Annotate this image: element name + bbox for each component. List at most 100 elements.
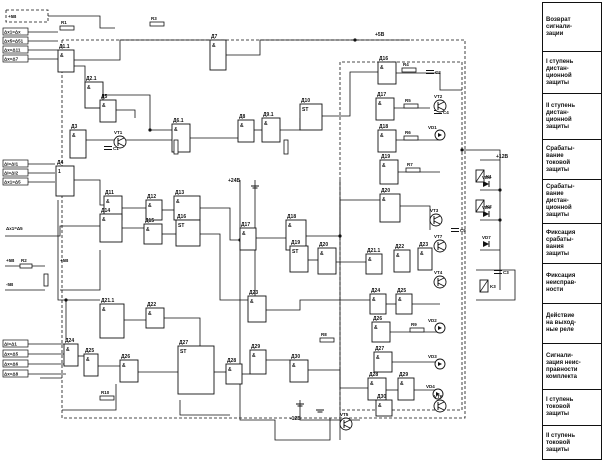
resistor-label: R5 <box>405 98 411 103</box>
input-terminal <box>2 369 29 378</box>
diode-label: VD5 <box>482 175 491 180</box>
wire-layer <box>5 15 516 441</box>
logic-symbol: & <box>292 363 296 369</box>
block-label: Д30 <box>377 394 386 400</box>
resistor-label: R7 <box>407 162 413 167</box>
logic-block <box>393 249 411 273</box>
resistor <box>405 167 421 173</box>
relay-label: K2 <box>486 204 492 209</box>
logic-symbol: & <box>288 223 292 229</box>
resistor <box>99 395 115 401</box>
wire <box>164 317 201 346</box>
transistor-label: VT5 <box>340 412 349 417</box>
dashed-boundary-layer <box>5 9 466 419</box>
block-label: Д15 <box>145 218 154 224</box>
resistor-label: R1 <box>61 20 67 25</box>
logic-symbol: ST <box>178 223 184 229</box>
logic-symbol: & <box>174 127 178 133</box>
resistor-label: R10 <box>101 390 110 395</box>
input-header-box <box>5 9 49 23</box>
supply-label: +5В <box>6 258 15 263</box>
legend-item: I ступень токовой защиты <box>543 389 601 425</box>
component-layer <box>19 21 502 431</box>
block-label: Д16 <box>379 56 388 62</box>
input-label: Δx=Δ8 <box>4 372 19 377</box>
logic-block <box>99 303 125 339</box>
logic-block <box>83 353 99 377</box>
legend-item: Возврат сигнали- зации <box>543 3 601 51</box>
resistor <box>19 263 33 269</box>
logic-block <box>365 253 383 275</box>
input-terminal <box>2 359 29 368</box>
logic-block <box>379 159 399 185</box>
relay-label: K1 <box>486 174 492 179</box>
block-label: Д19 <box>381 154 390 160</box>
output-section-boundary <box>339 61 463 411</box>
transistor-collector <box>437 401 445 406</box>
logic-block <box>99 213 123 243</box>
block-label: Д28 <box>369 372 378 378</box>
resistor-label: R3 <box>151 16 157 21</box>
input-label: Δx1=Δx <box>4 30 21 35</box>
block-label: Д23 <box>419 242 428 248</box>
logic-block <box>239 227 257 251</box>
logic-symbol: & <box>400 381 404 387</box>
diode <box>483 211 489 217</box>
relay-coil-mark <box>475 199 485 213</box>
transistor-collector <box>437 277 445 282</box>
logic-block <box>369 293 387 315</box>
supply-label: -5В <box>6 282 14 287</box>
legend-item-text: Фиксация срабаты- вания защиты <box>546 229 576 257</box>
junction <box>498 188 502 192</box>
logic-block <box>209 39 227 71</box>
block-label: Д29 <box>399 372 408 378</box>
block-label: Д12 <box>147 194 156 200</box>
block-label: Д29 <box>251 344 260 350</box>
resistor-label: R6 <box>405 130 411 135</box>
block-label: Д8 <box>239 114 246 120</box>
block-label: Д23 <box>249 290 258 296</box>
transistor-collector <box>437 241 445 246</box>
block-label: Д24 <box>65 338 74 344</box>
transistor-emitter <box>343 424 351 429</box>
logic-symbol: & <box>370 381 374 387</box>
logic-symbol: & <box>212 43 216 49</box>
block-label: Д5 <box>101 94 108 100</box>
logic-block <box>397 377 415 401</box>
wire <box>48 15 115 29</box>
legend-item: Фиксация срабаты- вания защиты <box>543 223 601 263</box>
block-label: Д11 <box>105 190 114 196</box>
logic-block <box>299 103 323 131</box>
legend-item: Фиксация неисправ- ности <box>543 263 601 303</box>
input-terminal <box>2 349 29 358</box>
transistor-label: VT2 <box>434 94 443 99</box>
input-label: Δx1=Δ5 <box>6 226 23 231</box>
legend-item-text: Срабаты- вание токовой защиты <box>546 145 575 173</box>
input-terminal <box>2 36 29 45</box>
legend-item: Срабаты- вание дистан- ционной защиты <box>543 179 601 223</box>
logic-symbol: & <box>374 325 378 331</box>
logic-symbol: & <box>376 355 380 361</box>
board-boundary <box>61 39 466 419</box>
wire <box>322 71 378 117</box>
legend-item-text: Действие на выход- ные реле <box>546 313 577 333</box>
logic-symbol: & <box>368 257 372 263</box>
diode <box>483 181 489 187</box>
transistor-emitter <box>437 282 445 287</box>
logic-block <box>145 307 165 329</box>
block-label: Д27 <box>375 346 384 352</box>
junction <box>148 128 152 132</box>
logic-block <box>55 165 75 197</box>
diode-label: VD7 <box>482 235 491 240</box>
wire <box>62 384 117 411</box>
resistor-label: R2 <box>21 258 27 263</box>
block-label: Д14 <box>101 208 110 214</box>
relay-coil-mark <box>479 279 489 293</box>
led-label: VD1 <box>428 125 437 130</box>
supply-label: +12В <box>496 154 508 160</box>
block-label: Д21.1 <box>367 248 381 254</box>
block-label: Д26 <box>121 354 130 360</box>
transistor-collector <box>343 419 351 424</box>
logic-block <box>119 359 139 383</box>
logic-symbol: & <box>60 53 64 59</box>
